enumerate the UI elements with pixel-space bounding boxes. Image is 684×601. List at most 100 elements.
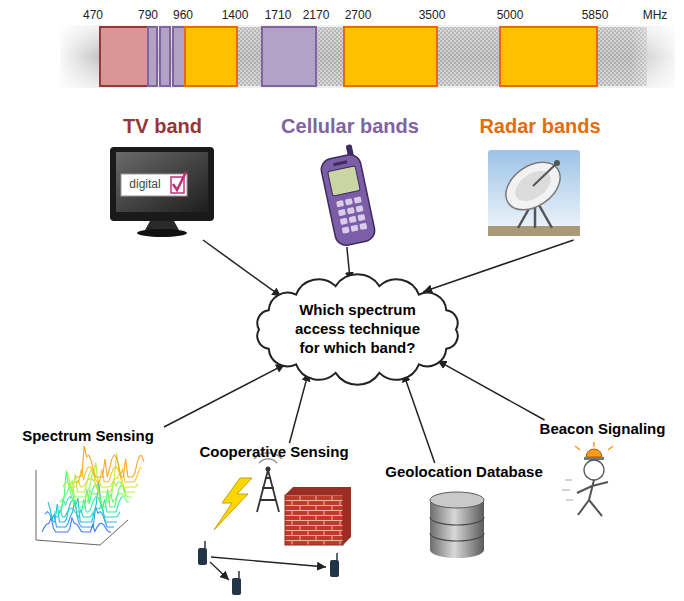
radar-icon (510, 165, 557, 208)
radar-icon (488, 150, 580, 236)
phone-icon (345, 198, 353, 205)
frequency-label: 1710 (265, 8, 292, 22)
phone-icon (340, 218, 348, 225)
spectrum-bar (160, 27, 170, 86)
cooperative-icon (285, 487, 351, 545)
cooperative-icon (198, 548, 207, 565)
spectrum-plot (75, 446, 144, 477)
frequency-label: 2700 (345, 8, 372, 22)
cooperative-icon (198, 548, 339, 595)
node-title: Cooperative Sensing (199, 443, 348, 461)
technique-label: Geolocation Database (378, 463, 550, 558)
node-title: Radar bands (479, 114, 600, 138)
band-label: TV band (95, 114, 230, 240)
cooperative-icon (285, 495, 343, 545)
spectrum-bar (437, 27, 500, 86)
tv-icon (173, 172, 186, 190)
phone-icon (357, 214, 365, 221)
database-icon (430, 517, 484, 541)
phone-icon (338, 209, 346, 216)
beacon-figure (562, 442, 613, 516)
cooperative-icon (257, 470, 279, 512)
band-label: Cellular bands (272, 114, 428, 247)
connector-arrow (289, 372, 308, 443)
phone-icon (349, 216, 357, 223)
question-cloud: Which spectrum access technique for whic… (245, 273, 470, 386)
spectrum-bar (173, 27, 185, 86)
phone-icon (342, 226, 350, 233)
spectrum-bar (500, 27, 597, 86)
spectrum-bar (100, 27, 148, 86)
radar-icon (533, 164, 556, 186)
spectrum-bar (55, 22, 100, 92)
phone-icon (333, 160, 347, 166)
band-label: Radar bands (470, 114, 610, 240)
cooperative-icon (198, 453, 351, 595)
phone-icon (336, 196, 367, 233)
frequency-label: 5850 (582, 8, 609, 22)
beacon-figure (577, 480, 608, 516)
node-title: TV band (123, 114, 202, 138)
connector-arrow (203, 240, 281, 296)
frequency-label: 470 (83, 8, 103, 22)
phone-icon (336, 200, 344, 207)
connector-arrow (423, 240, 573, 292)
database-icon (430, 492, 484, 558)
spectrum-bar (185, 27, 237, 86)
connector-arrow (438, 361, 545, 420)
database-icon (430, 500, 484, 558)
spectrum-bar (55, 22, 684, 92)
phone-icon (347, 207, 355, 214)
spectrum-plot (42, 446, 144, 532)
frequency-label: 1400 (222, 8, 249, 22)
screen-badge-text: digital (129, 177, 160, 191)
node-title: Geolocation Database (385, 463, 543, 481)
tv-icon (121, 174, 187, 196)
spectrum-bar (344, 27, 437, 86)
technique-label: Beacon Signaling (530, 420, 675, 450)
cooperative-icon (266, 467, 271, 472)
database-icon (430, 492, 484, 508)
node-title: Spectrum Sensing (22, 427, 154, 445)
node-title: Beacon Signaling (540, 420, 666, 438)
frequency-label: 960 (173, 8, 193, 22)
frequency-label: 790 (138, 8, 158, 22)
radar-icon (488, 150, 580, 236)
beacon-figure (586, 449, 602, 457)
beacon-figure (575, 442, 613, 450)
spectrum-bar (316, 27, 344, 86)
tv-icon (137, 229, 187, 237)
radar-icon (554, 160, 560, 166)
question-text: Which spectrum access technique for whic… (289, 301, 427, 357)
tv-icon (110, 147, 214, 237)
spectrum-bar (60, 25, 675, 88)
cooperative-icon (330, 560, 339, 577)
spectrum-plot (36, 446, 144, 545)
frequency-label: 3500 (419, 8, 446, 22)
spectrum-bar (237, 27, 262, 86)
spectrum-bar (262, 27, 316, 86)
technique-label: Cooperative Sensing (188, 443, 360, 599)
phone-icon (354, 196, 362, 203)
radar-icon (497, 152, 569, 219)
connector-arrow (164, 364, 285, 427)
phone-icon (350, 225, 358, 232)
phone-icon (319, 153, 376, 247)
cooperative-icon (214, 478, 252, 530)
frequency-label: 5000 (497, 8, 524, 22)
phone-icon (328, 166, 361, 196)
node-title: Cellular bands (281, 114, 419, 138)
spectrum-bar (148, 27, 157, 86)
beacon-figure (562, 480, 573, 500)
cooperative-icon (205, 541, 337, 578)
tv-icon (116, 152, 208, 212)
cooperative-icon (232, 578, 241, 595)
cloud-outline (257, 274, 457, 384)
spectrum-plot (60, 487, 129, 502)
phone-icon (317, 143, 377, 247)
cooperative-icon (210, 562, 229, 580)
phone-icon (359, 223, 367, 230)
frequency-label: MHz (643, 8, 668, 22)
beacon-figure (584, 460, 604, 480)
